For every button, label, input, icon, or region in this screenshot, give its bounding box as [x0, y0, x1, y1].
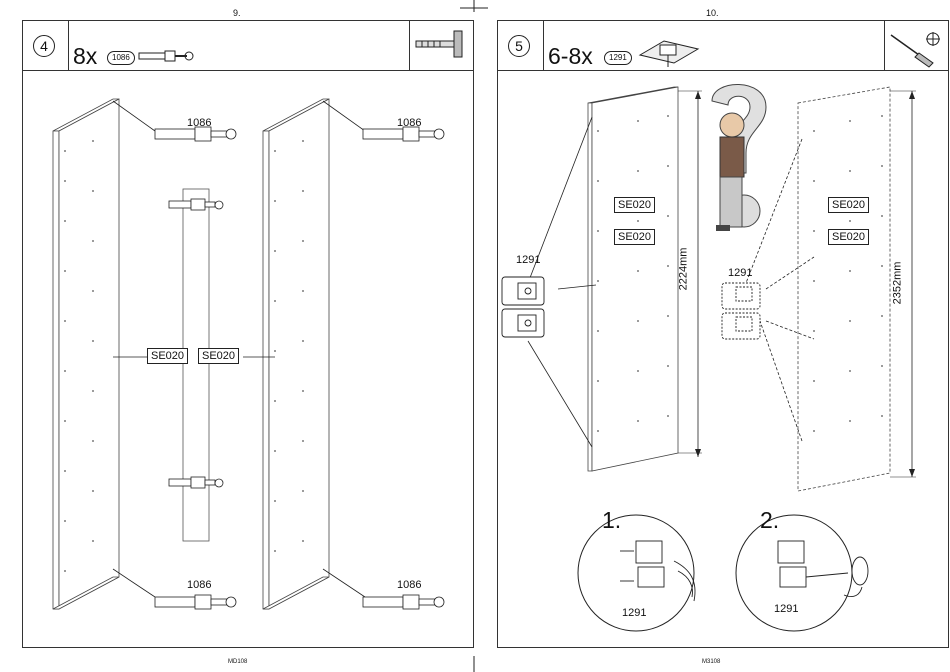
part-label: 1086	[187, 117, 211, 129]
instruction-page-left: 4 8x 1086	[22, 20, 474, 648]
panel-code-label: SE020	[828, 197, 869, 213]
hinge-plate	[502, 277, 544, 337]
panel-illustration	[23, 21, 475, 649]
part-label: 1291	[622, 607, 646, 619]
hinge-plate	[722, 283, 760, 339]
part-label: 1086	[397, 117, 421, 129]
panel-code-label: SE020	[147, 348, 188, 364]
cam-bolt	[155, 127, 236, 141]
part-label: 1291	[516, 254, 540, 266]
cam-bolt	[363, 127, 444, 141]
panel-code-label: SE020	[828, 229, 869, 245]
panel-illustration	[498, 21, 950, 649]
substep-number: 1.	[602, 507, 621, 534]
cam-bolt	[363, 595, 444, 609]
instruction-page-right: 5 6-8x 1291	[497, 20, 949, 648]
panel-code-label: SE020	[198, 348, 239, 364]
height-dimension: 2352mm	[891, 262, 903, 305]
cam-bolt	[155, 595, 236, 609]
panel-code-label: SE020	[614, 197, 655, 213]
question-mark-mascot	[712, 84, 766, 231]
cam-bolt	[169, 477, 223, 488]
height-dimension: 2224mm	[677, 248, 689, 291]
panel-code-label: SE020	[614, 229, 655, 245]
part-label: 1086	[397, 579, 421, 591]
cam-bolt	[169, 199, 223, 210]
substep-number: 2.	[760, 507, 779, 534]
part-label: 1291	[728, 267, 752, 279]
part-label: 1291	[774, 603, 798, 615]
part-label: 1086	[187, 579, 211, 591]
